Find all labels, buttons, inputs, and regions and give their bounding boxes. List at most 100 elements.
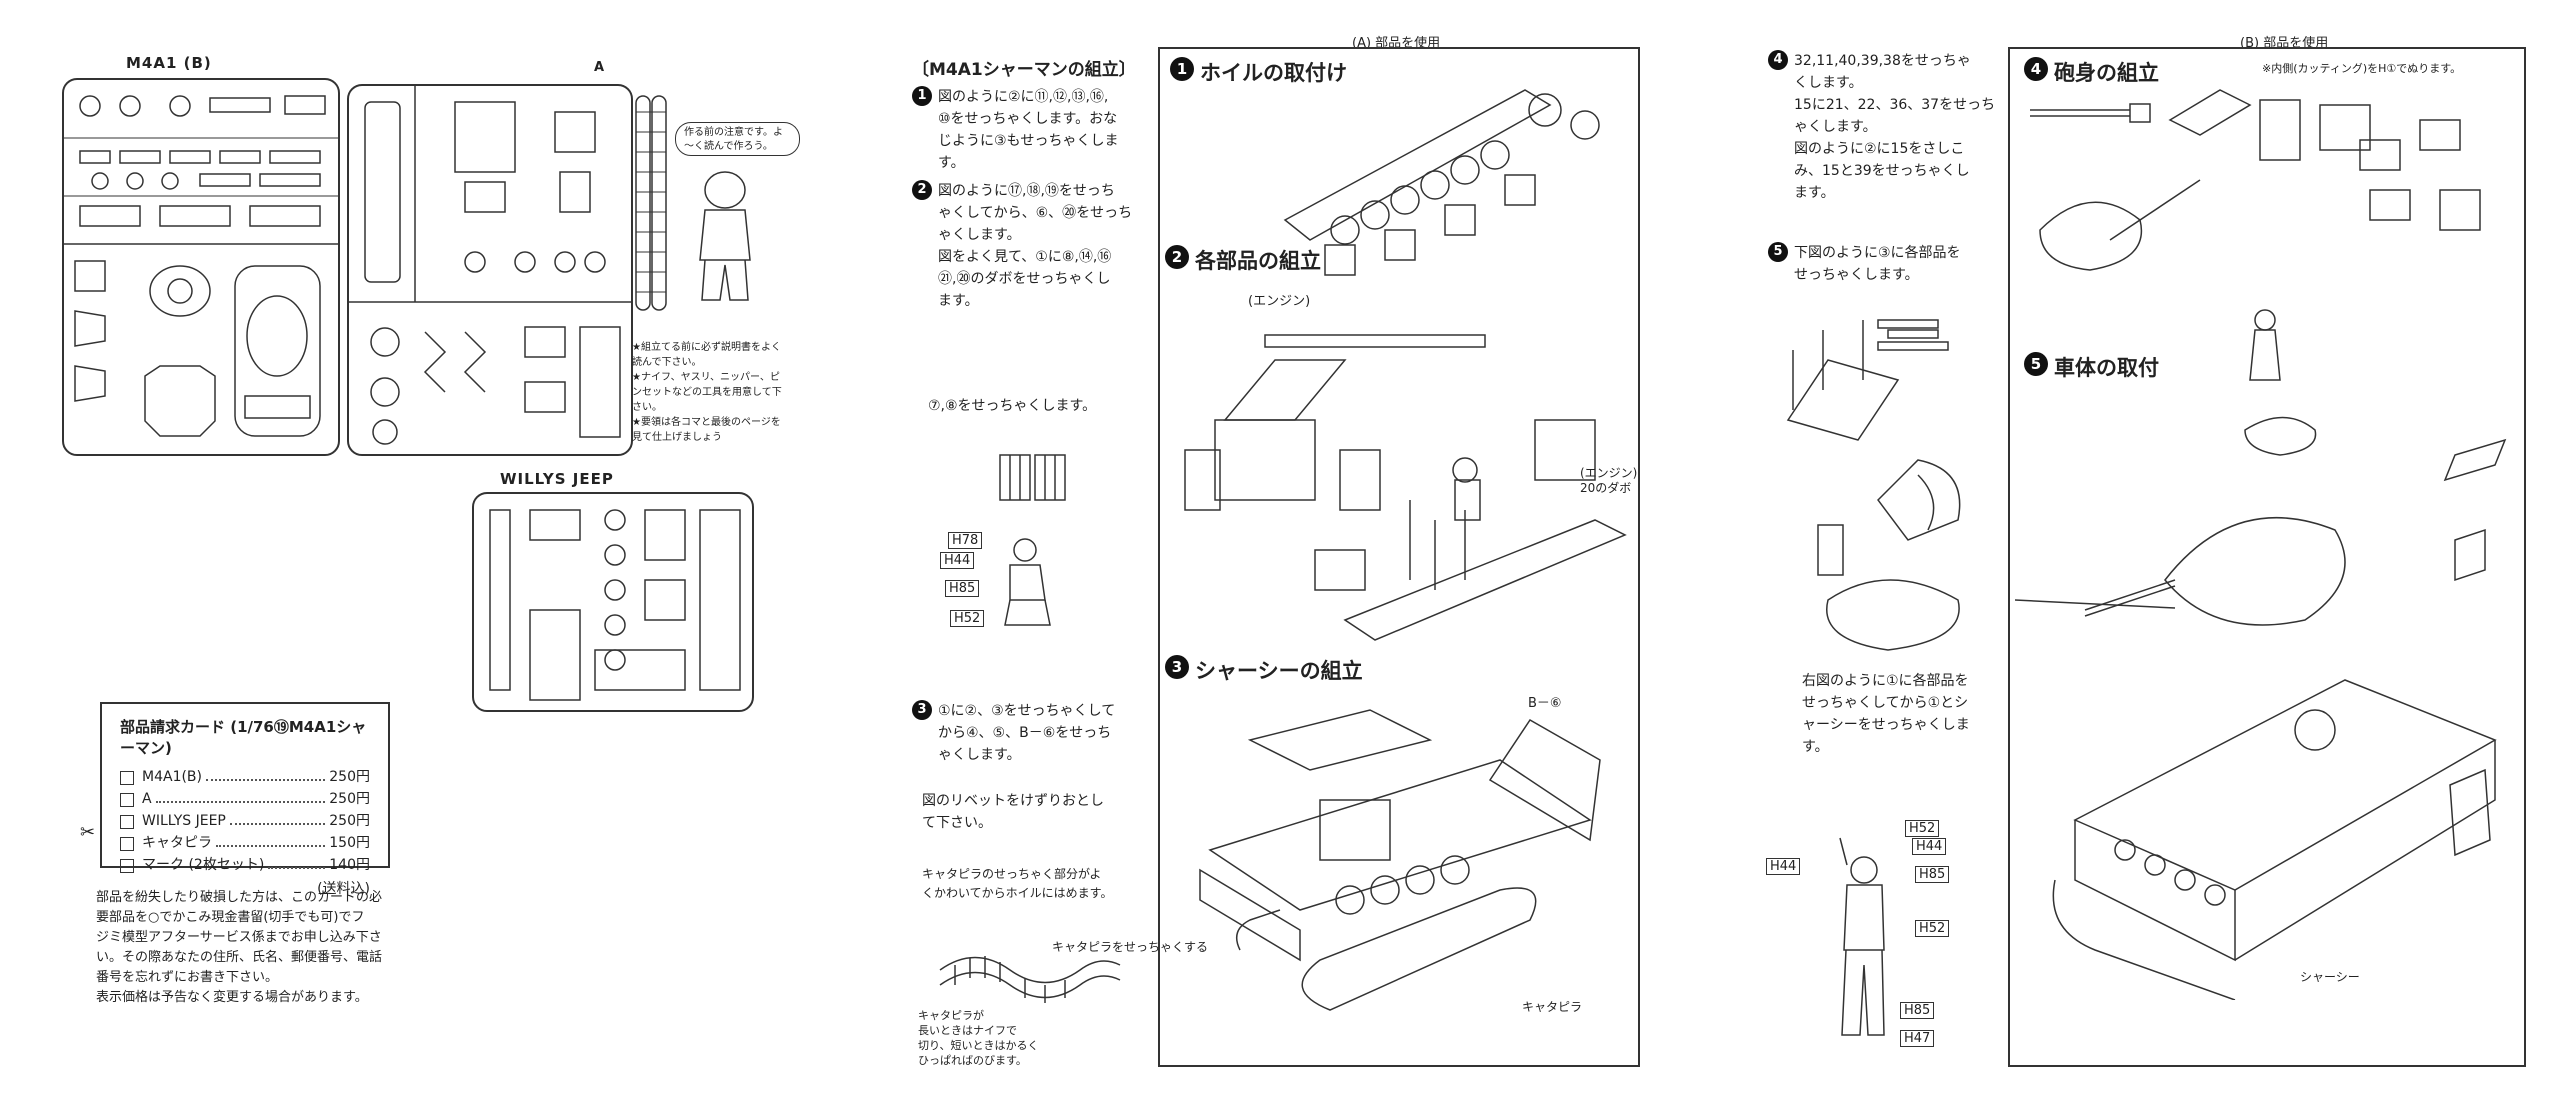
shipping-note: (送料込) — [317, 881, 370, 897]
instruction-line: い。その際あなたの住所、氏名、郵便番号、電話 — [96, 950, 383, 965]
figure-label: H78 — [948, 532, 983, 549]
section-2-label: 各部品の組立 — [1195, 249, 1321, 273]
step-1-text: 1 図のように②に⑪,⑫,⑬,⑯, ⑩をせっちゃくします。おな じように③もせっち… — [912, 86, 1142, 174]
dabo-line: 20のダボ — [1580, 481, 1632, 495]
gun-barrel-drawing — [2030, 89, 2481, 271]
checkbox[interactable] — [120, 859, 134, 873]
track-tip-2: キャタピラをせっちゃくする — [1052, 940, 1209, 954]
note-2: ★ナイフ、ヤスリ、ニッパー、ピンセットなどの工具を用意して下さい。 — [632, 372, 782, 413]
step-line: す。 — [938, 155, 965, 171]
dabo-line: (エンジン) — [1580, 466, 1638, 480]
item-price: 250円 — [329, 791, 370, 807]
sprue-a-label: A — [594, 60, 606, 75]
checkbox[interactable] — [120, 771, 134, 785]
paint-code: H52 — [1905, 820, 1940, 837]
instruction-line: 番号を忘れずにお書き下さい。 — [96, 970, 279, 985]
checkbox[interactable] — [120, 837, 134, 851]
engine-dabo-label: (エンジン) 20のダボ — [1580, 466, 1637, 496]
step-line: じように③もせっちゃくしま — [938, 133, 1119, 149]
note-1: ★組立てる前に必ず説明書をよく読んで下さい。 — [632, 342, 781, 368]
step-line: ⑩をせっちゃくします。おな — [938, 111, 1118, 127]
instruction-line: ジミ模型アフターサービス係までお申し込み下さ — [96, 930, 382, 945]
assembly-notes: ★組立てる前に必ず説明書をよく読んで下さい。 ★ナイフ、ヤスリ、ニッパー、ピンセ… — [632, 340, 782, 445]
checkbox[interactable] — [120, 815, 134, 829]
tip-line: キャタピラが — [918, 1009, 984, 1022]
tip-line: ひっぱればのびます。 — [918, 1054, 1027, 1067]
step-number-1: 1 — [912, 86, 932, 106]
checkbox[interactable] — [120, 793, 134, 807]
parts-assembly-drawing — [1184, 334, 1627, 641]
wheel-assembly-drawing — [1283, 89, 1600, 276]
b6-label: B－⑥ — [1528, 696, 1562, 711]
track-tip: キャタピラが 長いときはナイフで 切り、短いときはかるく ひっぱればのびます。 — [918, 1008, 1039, 1068]
panel-b-note: ※内側(カッティング)をH①でぬります。 — [2262, 62, 2462, 75]
instruction-line: 部品を紛失したり破損した方は、このカードの必 — [96, 890, 383, 905]
assembly-panel-a — [1158, 47, 1640, 1067]
rivet-line: 図のリベットをけずりおとし — [922, 793, 1104, 809]
turret-parts-drawing — [1786, 319, 1961, 651]
order-item[interactable]: WILLYS JEEP 250円 — [120, 810, 370, 832]
hull-assembly-drawing — [2015, 309, 2507, 1000]
paint-code: H85 — [945, 580, 980, 597]
step-line: ゃくします。 — [1794, 119, 1877, 135]
step-line: 図のように②に⑪,⑫,⑬,⑯, — [938, 89, 1109, 105]
step-line: 15に21、22、36、37をせっち — [1794, 97, 1996, 113]
figure-label: H47 — [1900, 1030, 1935, 1047]
parts-7-8-drawing — [999, 454, 1066, 501]
order-item[interactable]: マーク (2枚セット)140円 — [120, 854, 370, 876]
section-number-3: 3 — [1165, 655, 1189, 679]
section-4-label: 砲身の組立 — [2054, 61, 2159, 85]
paint-code: H44 — [940, 552, 975, 569]
step-line: 下図のように③に各部品を — [1794, 245, 1961, 261]
track-link-drawing — [939, 956, 1121, 1003]
note-3: ★要領は各コマと最後のページを見て仕上げましょう — [632, 417, 781, 443]
paint-code: H78 — [948, 532, 983, 549]
item-price: 150円 — [329, 835, 370, 851]
paint-code: H52 — [1915, 920, 1950, 937]
item-price: 250円 — [329, 813, 370, 829]
step-number-2: 2 — [912, 180, 932, 200]
instruction-line: 要部品を○でかこみ現金書留(切手でも可)でフ — [96, 910, 365, 925]
step-line: 右図のように①に各部品を — [1802, 673, 1969, 689]
order-item[interactable]: M4A1(B)250円 — [120, 766, 370, 788]
assembly-panel-b — [2008, 47, 2526, 1067]
scissors-icon: ✂ — [80, 822, 96, 843]
section-number-4: 4 — [2024, 57, 2048, 81]
step-line: ゃくします。 — [938, 227, 1021, 243]
step-line: ャーシーをせっちゃくしま — [1802, 717, 1970, 733]
sprue-m4a1-label: M4A1 (B) — [126, 54, 212, 72]
step-line: 図のように⑰,⑱,⑲をせっち — [938, 183, 1115, 199]
figure-label: H44 — [940, 552, 975, 569]
track-line: くかわいてからホイルにはめます。 — [922, 886, 1113, 900]
step-line: み、15と39をせっちゃくし — [1794, 163, 1970, 179]
figure-label: H44 — [1766, 858, 1801, 875]
sprue-jeep-label: WILLYS JEEP — [500, 470, 614, 488]
item-name: WILLYS JEEP — [142, 813, 226, 829]
rivet-line: て下さい。 — [922, 815, 992, 831]
figure-label: H52 — [950, 610, 985, 627]
seated-soldier-icon — [1004, 538, 1051, 626]
engine-label: (エンジン) — [1248, 294, 1311, 309]
step-78-text: ⑦,⑧をせっちゃくします。 — [928, 398, 1097, 414]
tip-line: 切り、短いときはかるく — [918, 1039, 1039, 1052]
assembly-title: 〔M4A1シャーマンの組立〕 — [912, 60, 1136, 80]
item-price: 140円 — [329, 857, 370, 873]
rivet-note: 図のリベットをけずりおとし て下さい。 — [922, 790, 1104, 834]
step-line: から④、⑤、B－⑥をせっち — [938, 725, 1112, 741]
step-5b-text: 右図のように①に各部品を せっちゃくしてから①とシ ャーシーをせっちゃくしま す… — [1802, 670, 2022, 758]
figure-label: H85 — [945, 580, 980, 597]
section-1-label: ホイルの取付け — [1200, 61, 1347, 85]
step-line: ゃくしてから、⑥、⑳をせっち — [938, 205, 1133, 221]
sprue-m4a1-diagram — [62, 78, 340, 456]
tip-line: 長いときはナイフで — [918, 1024, 1017, 1037]
